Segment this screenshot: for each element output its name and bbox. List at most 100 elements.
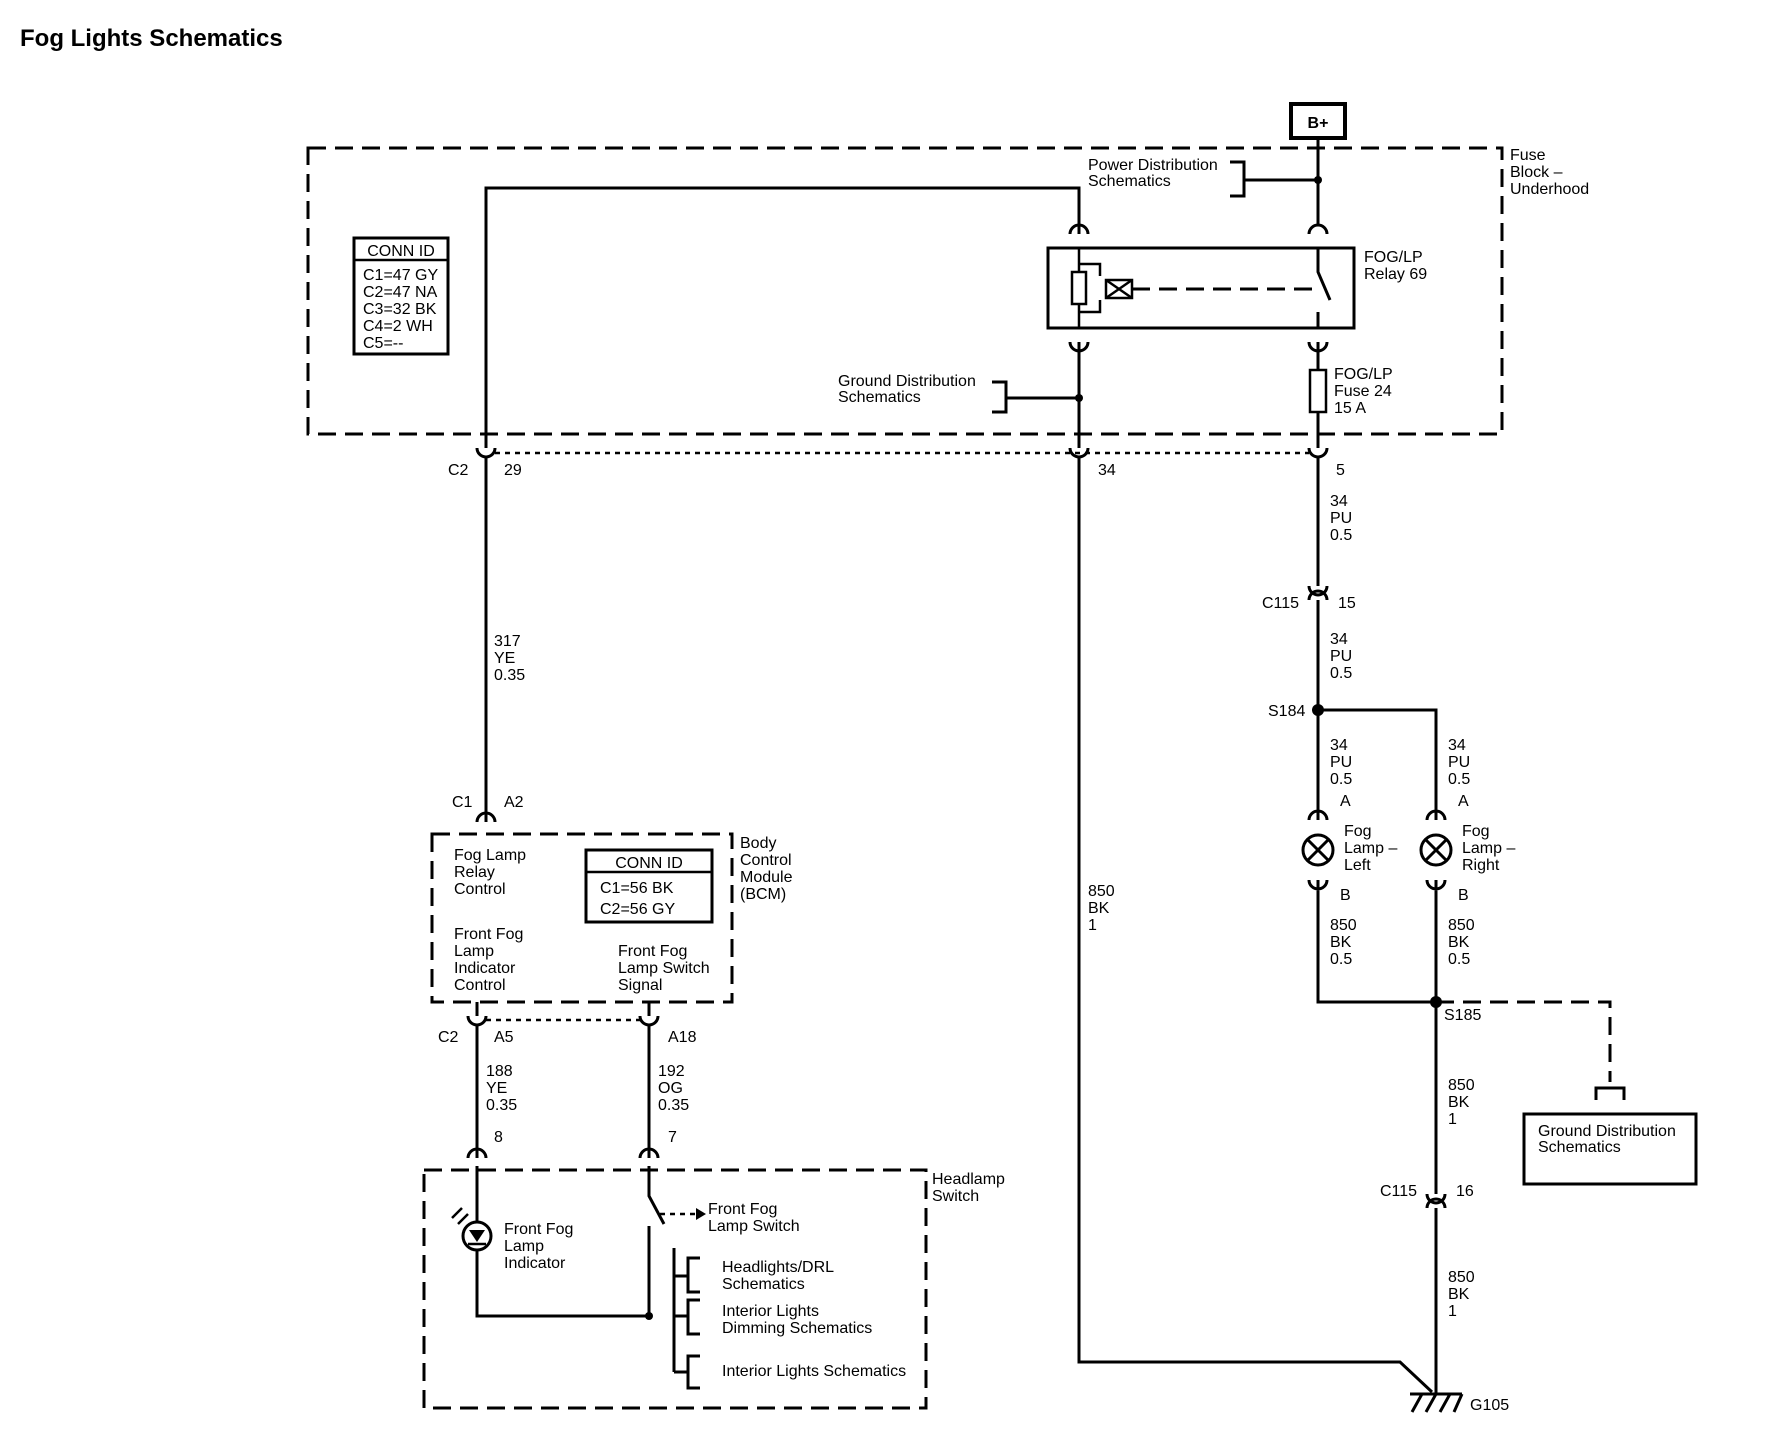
switch-junction xyxy=(645,1312,653,1320)
right-fog-lamp-icon xyxy=(1419,833,1453,867)
bcm-a5-label: A5 xyxy=(494,1029,514,1046)
right-lamp-pin-a: A xyxy=(1458,793,1469,810)
svg-text:0.5: 0.5 xyxy=(1330,665,1352,682)
pin-5-label: 5 xyxy=(1336,462,1345,479)
svg-text:C4=2 WH: C4=2 WH xyxy=(363,318,433,335)
svg-text:Fuse: Fuse xyxy=(1510,147,1546,164)
svg-text:Indicator: Indicator xyxy=(504,1255,566,1272)
svg-text:Indicator: Indicator xyxy=(454,960,516,977)
svg-text:0.5: 0.5 xyxy=(1330,527,1352,544)
pin-15-label: 15 xyxy=(1338,595,1356,612)
ground-distribution-box xyxy=(1522,1112,1698,1186)
bcm-c1-label: C1 xyxy=(452,794,473,811)
right-lamp-pin-b: B xyxy=(1458,887,1469,904)
svg-text:Power Distribution: Power Distribution xyxy=(1088,157,1218,174)
wire-188-label: 188 YE 0.35 xyxy=(486,1063,517,1114)
right-lamp-pins xyxy=(1425,808,1447,892)
svg-text:850: 850 xyxy=(1448,1269,1475,1286)
fog-lamp-relay xyxy=(1046,246,1356,330)
headlamp-switch-outline xyxy=(422,1168,928,1410)
dimming-ref-bracket xyxy=(686,1298,700,1336)
bcm-a2-label: A2 xyxy=(504,794,524,811)
relay-label: FOG/LP Relay 69 xyxy=(1364,249,1427,283)
wire-850-left-label: 850 BK 0.5 xyxy=(1330,917,1357,968)
svg-text:34: 34 xyxy=(1330,493,1348,510)
svg-text:34: 34 xyxy=(1330,631,1348,648)
svg-text:Headlights/DRL: Headlights/DRL xyxy=(722,1259,834,1276)
svg-text:FOG/LP: FOG/LP xyxy=(1334,366,1393,383)
svg-text:OG: OG xyxy=(658,1080,683,1097)
svg-text:Lamp Switch: Lamp Switch xyxy=(708,1218,800,1235)
left-lamp-label: Fog Lamp – Left xyxy=(1344,823,1397,874)
svg-text:850: 850 xyxy=(1448,917,1475,934)
bcm-outline xyxy=(430,832,734,1004)
wire-850-main xyxy=(1077,456,1434,1394)
svg-text:317: 317 xyxy=(494,633,521,650)
c115-pin15-connector xyxy=(1307,585,1329,601)
interior-ref: Interior Lights Schematics xyxy=(722,1363,906,1380)
fuse-block-outline xyxy=(306,146,1504,436)
right-lamp-label: Fog Lamp – Right xyxy=(1462,823,1515,874)
bcm-c2-label: C2 xyxy=(438,1029,459,1046)
svg-text:1: 1 xyxy=(1448,1111,1457,1128)
s184-label: S184 xyxy=(1268,703,1305,720)
bcm-c2-stubs xyxy=(475,1002,651,1016)
svg-text:C2=47 NA: C2=47 NA xyxy=(363,284,438,301)
svg-text:0.35: 0.35 xyxy=(486,1097,517,1114)
svg-text:C3=32 BK: C3=32 BK xyxy=(363,301,437,318)
svg-text:Dimming Schematics: Dimming Schematics xyxy=(722,1320,872,1337)
svg-text:Lamp Switch: Lamp Switch xyxy=(618,960,710,977)
svg-text:Switch: Switch xyxy=(932,1188,979,1205)
wire-317-label: 317 YE 0.35 xyxy=(494,633,525,684)
svg-text:Block –: Block – xyxy=(1510,164,1563,181)
svg-text:FOG/LP: FOG/LP xyxy=(1364,249,1423,266)
bplus-label: B+ xyxy=(1308,115,1329,132)
wire-850-right-label: 850 BK 0.5 xyxy=(1448,917,1475,968)
page-title: Fog Lights Schematics xyxy=(20,25,283,52)
power-distribution-bracket xyxy=(1230,160,1318,198)
svg-text:Schematics: Schematics xyxy=(722,1276,805,1293)
svg-text:34: 34 xyxy=(1448,737,1466,754)
bcm-a18-label: A18 xyxy=(668,1029,697,1046)
wire-850-ground-lower-label: 850 BK 1 xyxy=(1448,1269,1475,1320)
fog-lamp-fuse xyxy=(1308,368,1328,414)
indicator-wire xyxy=(475,1166,649,1318)
ground-distribution-bracket xyxy=(992,380,1079,414)
svg-text:Ground Distribution: Ground Distribution xyxy=(1538,1123,1676,1140)
pin-16-label: 16 xyxy=(1456,1183,1474,1200)
svg-text:1: 1 xyxy=(1448,1303,1457,1320)
pin-29-label: 29 xyxy=(504,462,522,479)
svg-text:0.5: 0.5 xyxy=(1330,771,1352,788)
ground-distribution-ref-bottom: Ground Distribution Schematics xyxy=(1538,1123,1676,1156)
svg-text:Right: Right xyxy=(1462,857,1500,874)
c115-pin16-connector xyxy=(1425,1193,1447,1209)
svg-text:Signal: Signal xyxy=(618,977,662,994)
svg-text:PU: PU xyxy=(1448,754,1470,771)
svg-text:0.5: 0.5 xyxy=(1448,951,1470,968)
bcm-relay-control: Fog Lamp Relay Control xyxy=(454,847,526,898)
svg-text:850: 850 xyxy=(1448,1077,1475,1094)
wire-34-lower-label: 34 PU 0.5 xyxy=(1330,631,1352,682)
indicator-led-icon xyxy=(451,1207,493,1252)
pin-8-label: 8 xyxy=(494,1129,503,1146)
c115-lower-label: C115 xyxy=(1380,1183,1417,1200)
svg-text:Front Fog: Front Fog xyxy=(708,1201,777,1218)
svg-text:Module: Module xyxy=(740,869,793,886)
c115-upper-label: C115 xyxy=(1262,595,1299,612)
svg-text:BK: BK xyxy=(1088,900,1110,917)
interior-ref-bracket xyxy=(686,1354,700,1390)
wire-850-ground-upper-label: 850 BK 1 xyxy=(1448,1077,1475,1128)
left-fog-lamp-icon xyxy=(1301,833,1335,867)
svg-text:15 A: 15 A xyxy=(1334,400,1366,417)
indicator-label: Front Fog Lamp Indicator xyxy=(504,1221,573,1272)
svg-text:Control: Control xyxy=(454,977,506,994)
svg-text:C5=--: C5=-- xyxy=(363,335,403,352)
ground-ref-tab xyxy=(1594,1086,1626,1100)
pin-7-label: 7 xyxy=(668,1129,677,1146)
svg-text:BK: BK xyxy=(1330,934,1352,951)
svg-text:Underhood: Underhood xyxy=(1510,181,1589,198)
pin-34-label: 34 xyxy=(1098,462,1116,479)
svg-text:Fog: Fog xyxy=(1344,823,1372,840)
svg-text:PU: PU xyxy=(1330,648,1352,665)
svg-text:Left: Left xyxy=(1344,857,1371,874)
